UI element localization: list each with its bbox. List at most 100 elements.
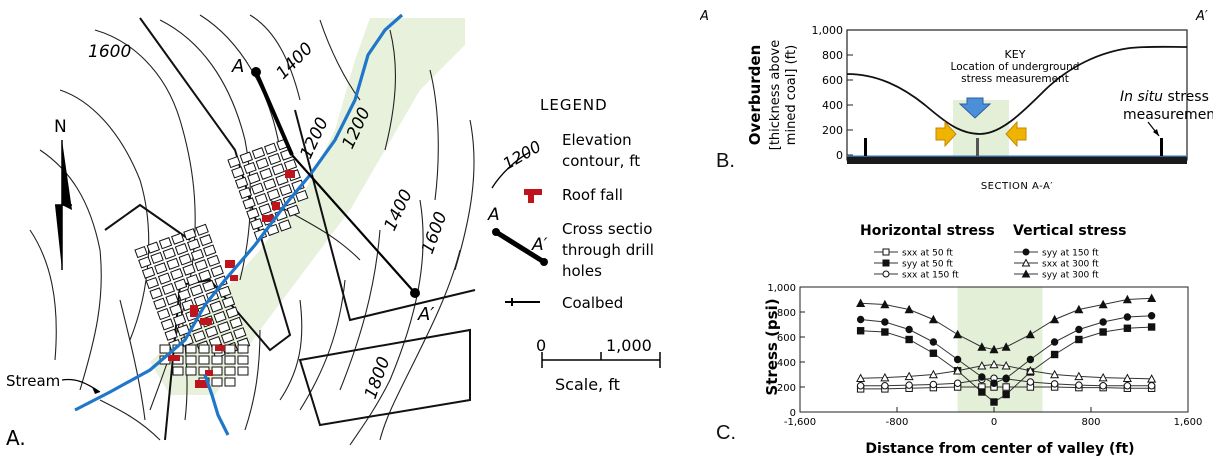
series-point-1 xyxy=(929,349,938,357)
legend-cross-section-symbol xyxy=(494,229,546,265)
series-point-1 xyxy=(1002,390,1010,399)
series-point-1 xyxy=(905,335,913,344)
key-line2: stress measurement xyxy=(961,73,1069,85)
map-panel-a: 1600 1400 1200 1200 1400 1600 1800 A A′ … xyxy=(6,13,661,450)
ytick-400: 400 xyxy=(822,99,843,112)
point-a-marker xyxy=(251,67,261,77)
series-point-4 xyxy=(856,373,866,382)
horizontal-stress-header: Horizontal stress xyxy=(860,223,995,239)
xtick-label: 1,600 xyxy=(1174,417,1203,428)
series-point-5 xyxy=(977,342,987,351)
series-point-4 xyxy=(1098,372,1108,382)
series-point-1 xyxy=(990,398,998,406)
series-line-5 xyxy=(860,297,1152,351)
contour-label-1600: 1600 xyxy=(88,42,131,62)
stream xyxy=(74,13,404,412)
legend-contour-sample xyxy=(491,151,531,189)
series-point-4 xyxy=(880,372,890,382)
series-point-1 xyxy=(978,388,986,396)
ytick-200: 200 xyxy=(822,124,843,137)
series-point-3 xyxy=(1099,318,1107,326)
corner-a: A xyxy=(700,9,709,24)
series-point-1 xyxy=(856,327,865,335)
legend-label-left-2: sxx at 150 ft xyxy=(902,271,959,281)
series-point-3 xyxy=(978,373,986,381)
series-line-2 xyxy=(860,377,1152,387)
legend-marker-left-0 xyxy=(882,248,890,256)
horizontal-stress-arrow-left xyxy=(935,120,957,148)
series-point-5 xyxy=(1122,294,1132,304)
series-point-5 xyxy=(1147,293,1157,302)
panel-b-letter: B. xyxy=(716,150,735,172)
legend-label-left-0: sxx at 50 ft xyxy=(902,249,953,259)
vertical-stress-arrow xyxy=(958,97,992,119)
overburden-profile xyxy=(846,45,1188,135)
legend-label-right-2: syy at 300 ft xyxy=(1042,271,1099,281)
legend-elevation-line2: contour, ft xyxy=(562,152,640,170)
insitu-line1: In situ stress xyxy=(1120,89,1209,105)
legend-contour-sample-label: 1200 xyxy=(500,137,545,174)
stress-xlabel: Distance from center of valley (ft) xyxy=(865,441,1134,457)
key-title: KEY xyxy=(1005,48,1026,61)
section-label: SECTION A-A′ xyxy=(981,181,1054,192)
ytick-600: 600 xyxy=(822,74,843,87)
contour-label-1800: 1800 xyxy=(361,354,395,401)
legend-coalbed: Coalbed xyxy=(562,294,623,312)
north-label: N xyxy=(54,117,67,137)
scale-label: Scale, ft xyxy=(555,375,620,394)
series-point-2 xyxy=(1050,380,1059,388)
ytick-label: 800 xyxy=(777,308,796,319)
series-point-4 xyxy=(1074,371,1084,381)
legend-marker-right-0 xyxy=(1022,248,1030,256)
series-point-3 xyxy=(856,315,865,324)
series-line-1 xyxy=(860,326,1152,403)
legend-label-left-1: syy at 50 ft xyxy=(902,260,953,270)
series-point-1 xyxy=(881,328,889,336)
ytick-label: 1,000 xyxy=(767,283,796,294)
ytick-0: 0 xyxy=(836,149,843,162)
legend-marker-right-2 xyxy=(1021,269,1031,278)
series-point-2 xyxy=(929,380,938,389)
series-point-2 xyxy=(1123,382,1132,390)
legend-cross-line2: through drill xyxy=(562,241,654,259)
panel-a-letter: A. xyxy=(6,426,26,450)
series-point-5 xyxy=(1050,314,1060,324)
series-point-3 xyxy=(1075,325,1083,334)
yticks-b xyxy=(847,29,853,156)
key-line1: Location of underground xyxy=(951,61,1080,73)
series-point-5 xyxy=(1001,342,1011,351)
point-a-prime-marker xyxy=(410,288,420,298)
roof-fall-legend-icon xyxy=(524,189,542,203)
stream-label: Stream xyxy=(6,372,60,390)
ytick-label: 600 xyxy=(777,333,796,344)
series-point-4 xyxy=(1001,360,1011,370)
series-point-5 xyxy=(1074,304,1084,314)
cross-section-line-lower xyxy=(291,154,416,294)
series-point-2 xyxy=(1026,378,1035,386)
scale-bar xyxy=(541,352,661,368)
xtick-label: -1,600 xyxy=(784,417,816,428)
series-point-1 xyxy=(1075,335,1083,344)
series-point-4 xyxy=(953,365,963,375)
legend-cross-line3: holes xyxy=(562,262,602,280)
legend-cross-a: A xyxy=(487,205,500,225)
cross-section-line xyxy=(254,71,294,156)
north-arrow xyxy=(55,140,72,270)
ytick-label: 200 xyxy=(777,383,796,394)
series-point-2 xyxy=(1147,382,1156,390)
series-point-4 xyxy=(1050,369,1060,379)
scale-zero: 0 xyxy=(536,336,546,355)
series-point-3 xyxy=(881,318,889,326)
ytick-label: 400 xyxy=(777,358,796,369)
series-point-5 xyxy=(953,329,963,339)
elevation-contours xyxy=(29,14,475,446)
series-point-2 xyxy=(1075,381,1083,389)
panel-c-letter: C. xyxy=(716,422,736,444)
point-a-prime-label: A′ xyxy=(417,304,434,325)
series-point-5 xyxy=(1025,329,1035,339)
series-point-2 xyxy=(953,379,962,387)
legend-roof-fall: Roof fall xyxy=(562,186,623,204)
series-point-5 xyxy=(989,344,999,354)
legend-elevation-line1: Elevation xyxy=(562,131,632,149)
